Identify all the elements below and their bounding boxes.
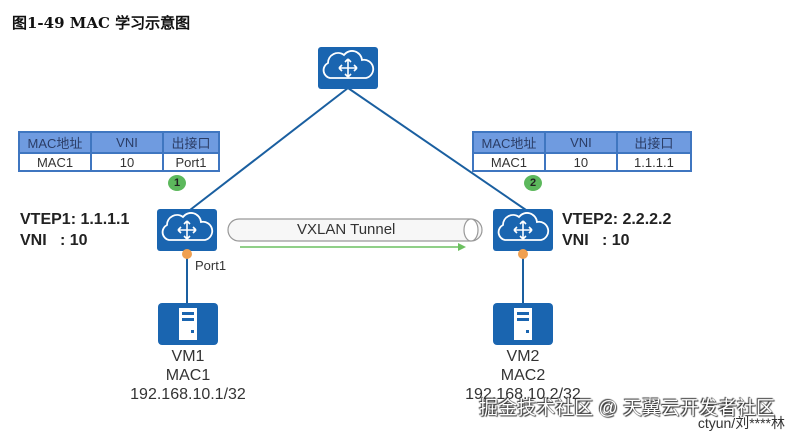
vm1-label: VM1 MAC1 192.168.10.1/32 (88, 347, 288, 404)
port1-dot (182, 249, 192, 259)
port-dot-vtep2 (518, 249, 528, 259)
port1-label: Port1 (195, 258, 227, 273)
link-core-vtep1 (189, 87, 349, 211)
figure-title: 图1-49 MAC 学习示意图 (12, 14, 191, 32)
vm1-ip: 192.168.10.1/32 (130, 386, 246, 403)
header-vni: VNI (90, 131, 164, 154)
header-port: 出接口 (162, 131, 220, 154)
vm1-server-icon (158, 303, 218, 345)
step-badge-1: 1 (168, 175, 186, 191)
vtep2-ip: VTEP2: 2.2.2.2 (562, 211, 672, 228)
vm1-name: VM1 (171, 348, 205, 365)
watermark-line1: 掘金技术社区 @ 天翼云开发者社区 (479, 398, 775, 419)
vtep2-label: VTEP2: 2.2.2.2 VNI : 10 (562, 209, 671, 251)
header-mac: MAC地址 (472, 131, 546, 154)
vtep2-switch-icon (492, 208, 554, 252)
vm2-label: VM2 MAC2 192.168.10.2/32 (423, 347, 623, 404)
cell-port: Port1 (162, 152, 220, 172)
arrow-icon (240, 243, 466, 251)
watermark-line2: ctyun/刘****林 (697, 415, 785, 431)
vtep1-ip: VTEP1: 1.1.1.1 (20, 211, 130, 228)
step-badge-2: 2 (524, 175, 542, 191)
header-mac: MAC地址 (18, 131, 92, 154)
cell-mac: MAC1 (472, 152, 546, 172)
vm2-server-icon (493, 303, 553, 345)
vm2-mac: MAC2 (500, 367, 546, 384)
vtep2-vni: VNI : 10 (562, 232, 630, 249)
vtep1-vni: VNI : 10 (20, 232, 88, 249)
cell-mac: MAC1 (18, 152, 92, 172)
cell-vni: 10 (543, 152, 618, 172)
vxlan-tunnel (227, 218, 483, 242)
vtep1-label: VTEP1: 1.1.1.1 VNI : 10 (20, 209, 129, 251)
core-switch-icon (317, 46, 379, 90)
vm2-name: VM2 (506, 348, 540, 365)
vm2-ip: 192.168.10.2/32 (465, 386, 581, 403)
header-port: 出接口 (615, 131, 693, 154)
vm1-mac: MAC1 (165, 367, 211, 384)
vtep1-switch-icon (156, 208, 218, 252)
cell-vni: 10 (90, 152, 164, 172)
cell-port: 1.1.1.1 (615, 152, 693, 172)
link-core-vtep2 (347, 87, 527, 211)
tunnel-label: VXLAN Tunnel (297, 221, 396, 238)
header-vni: VNI (543, 131, 618, 154)
